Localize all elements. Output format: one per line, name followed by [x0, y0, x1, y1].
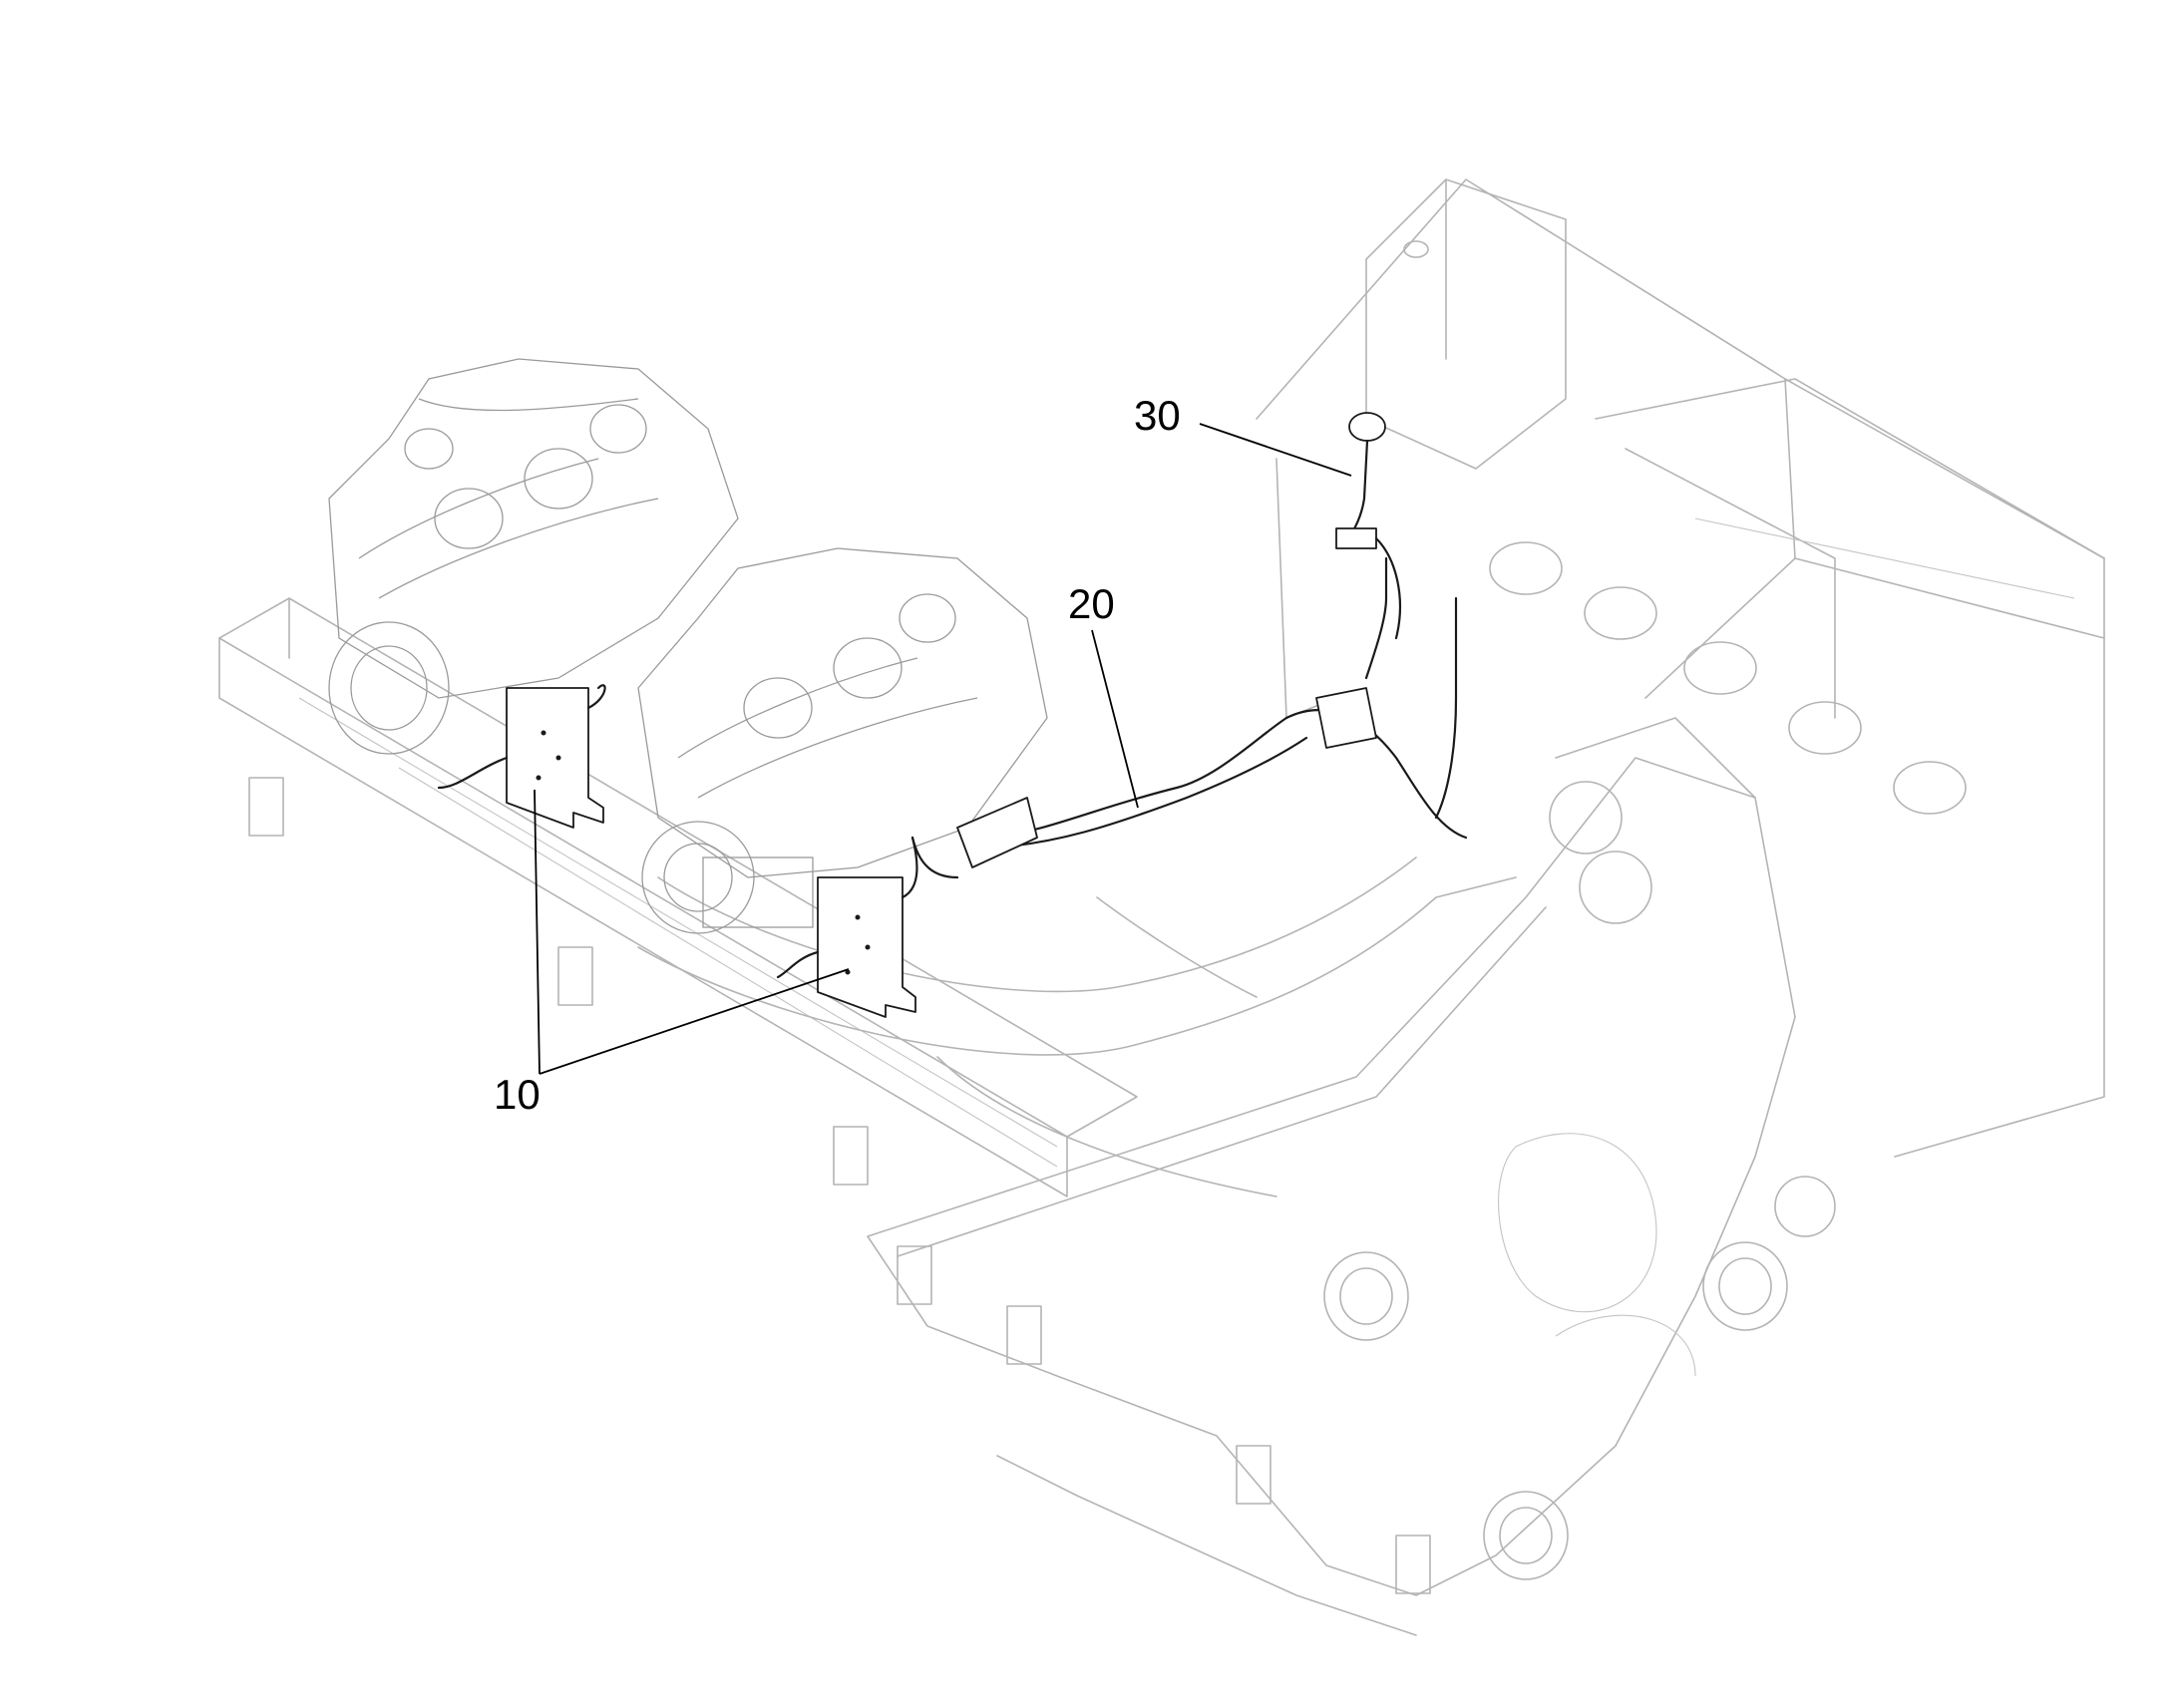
part-20-harness: [910, 556, 1468, 879]
part-10-right-plate: [776, 836, 918, 1018]
leader-20: [1091, 629, 1139, 809]
leader-lines: [534, 423, 1352, 1075]
leader-10-right: [539, 968, 850, 1075]
engine-right: [637, 547, 1048, 934]
callout-30: 30: [1134, 392, 1181, 439]
callout-20: 20: [1068, 580, 1115, 627]
leader-10-left: [534, 789, 541, 1075]
callout-10: 10: [494, 1071, 541, 1118]
chassis-frame: [218, 178, 2105, 1636]
part-30-unit: [1335, 412, 1402, 640]
leader-30: [1199, 423, 1352, 477]
engine-left: [328, 358, 739, 755]
part-10-left-plate: [437, 684, 606, 829]
